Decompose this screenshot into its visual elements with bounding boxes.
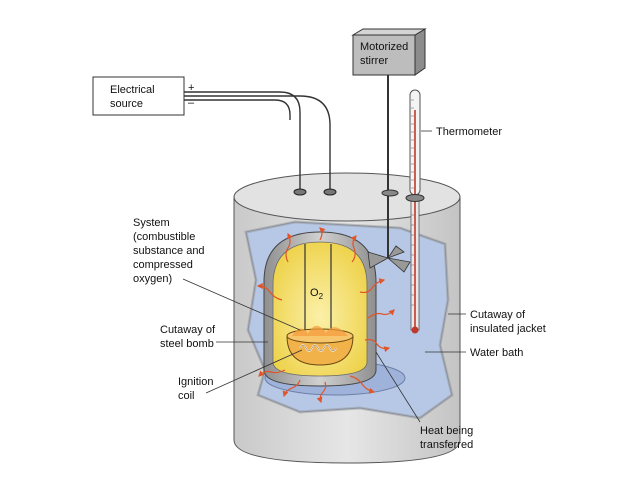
stirrer-propeller: [367, 245, 411, 273]
jacket-lid: [233, 172, 461, 222]
water-bath-label: Water bath: [470, 347, 523, 359]
o2-label: O2: [310, 287, 324, 301]
cutaway-insulated-jacket-label: Cutaway of insulated jacket: [470, 309, 546, 335]
ignition-coil-label: Ignition coil: [178, 376, 217, 402]
ignition-coil-leader: [205, 349, 303, 394]
heat-arrow: [285, 232, 293, 263]
heat-arrow: [364, 338, 391, 353]
terminal-right: [323, 188, 337, 196]
electrical-source-box: [92, 76, 185, 116]
heat-arrow: [256, 283, 283, 301]
motorized-stirrer: [351, 28, 427, 273]
electrical-source-label: Electrical source: [110, 84, 158, 110]
heat-arrow: [359, 278, 386, 294]
system-leader: [182, 278, 301, 331]
heat-arrow: [349, 375, 376, 394]
ignition-coil-outline: [299, 344, 337, 352]
sample-cup: [286, 325, 354, 366]
thermometer: [405, 89, 425, 334]
minus-sign: –: [188, 97, 195, 109]
thermometer-label: Thermometer: [436, 126, 502, 138]
heat-transferred-label: Heat being transferred: [420, 425, 476, 451]
terminal-left: [293, 188, 307, 196]
heat-arrow: [350, 235, 357, 263]
heat-arrow: [282, 379, 301, 398]
thermometer-bulb: [411, 326, 419, 334]
plus-sign: +: [188, 82, 194, 94]
cutaway-steel-bomb-label: Cutaway of steel bomb: [160, 324, 218, 350]
heat-arrow: [319, 227, 326, 241]
sample-flame: [292, 325, 348, 336]
heat-arrow: [316, 381, 327, 404]
heat-arrows: [256, 227, 395, 404]
heat-arrow: [367, 309, 395, 319]
heat-transferred-leader: [375, 351, 421, 423]
heat-arrow: [258, 369, 286, 377]
system-label: System (combustible substance and compre…: [133, 217, 208, 285]
electrical-wires: [184, 91, 331, 190]
motorized-stirrer-label: Motorized stirrer: [360, 41, 411, 67]
